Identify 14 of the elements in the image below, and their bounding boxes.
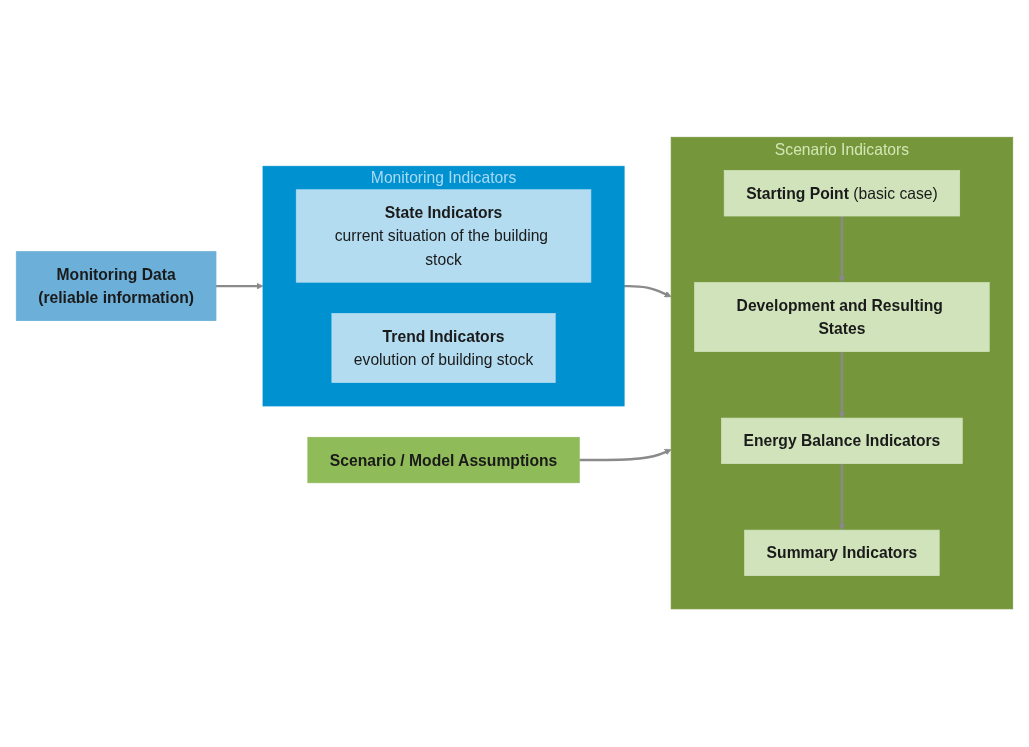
node-box: Monitoring Data (reliable information) [15,251,217,322]
node-box: Energy Balance Indicators [721,418,963,465]
arrow [838,216,846,284]
node-box: Summary Indicators [744,530,940,577]
node-box: Starting Point (basic case) [723,170,961,217]
arrow [216,283,264,290]
node-box: Scenario / Model Assumptions [307,437,580,484]
node-box: Development and Resulting States [694,282,990,353]
arrow [838,464,846,531]
arrow [838,351,846,419]
node-box: Trend Indicators evolution of building stock [331,313,556,384]
arrow [624,285,672,298]
arrow [579,449,672,462]
node-box: State Indicators current situation of the building stock [295,189,592,283]
